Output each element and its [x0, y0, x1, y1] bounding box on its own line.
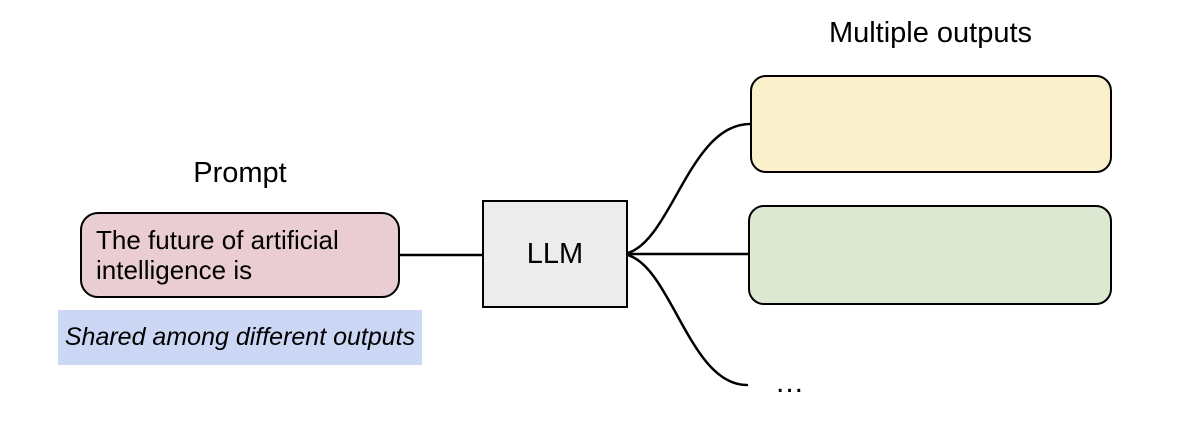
connector-llm-to-output-top: [626, 122, 752, 255]
shared-note: Shared among different outputs: [58, 310, 422, 365]
prompt-box: The future of artificial intelligence is: [80, 212, 400, 298]
output-box-yellow: [750, 75, 1112, 173]
output-box-green: [748, 205, 1112, 305]
more-outputs-ellipsis: ...: [776, 366, 805, 399]
prompt-box-text: The future of artificial intelligence is: [96, 225, 339, 285]
llm-box: LLM: [482, 200, 628, 308]
multiple-outputs-label: Multiple outputs: [828, 17, 1033, 49]
connector-llm-to-more-outputs: [626, 253, 749, 387]
prompt-label: Prompt: [193, 157, 287, 189]
llm-label: LLM: [526, 237, 584, 270]
